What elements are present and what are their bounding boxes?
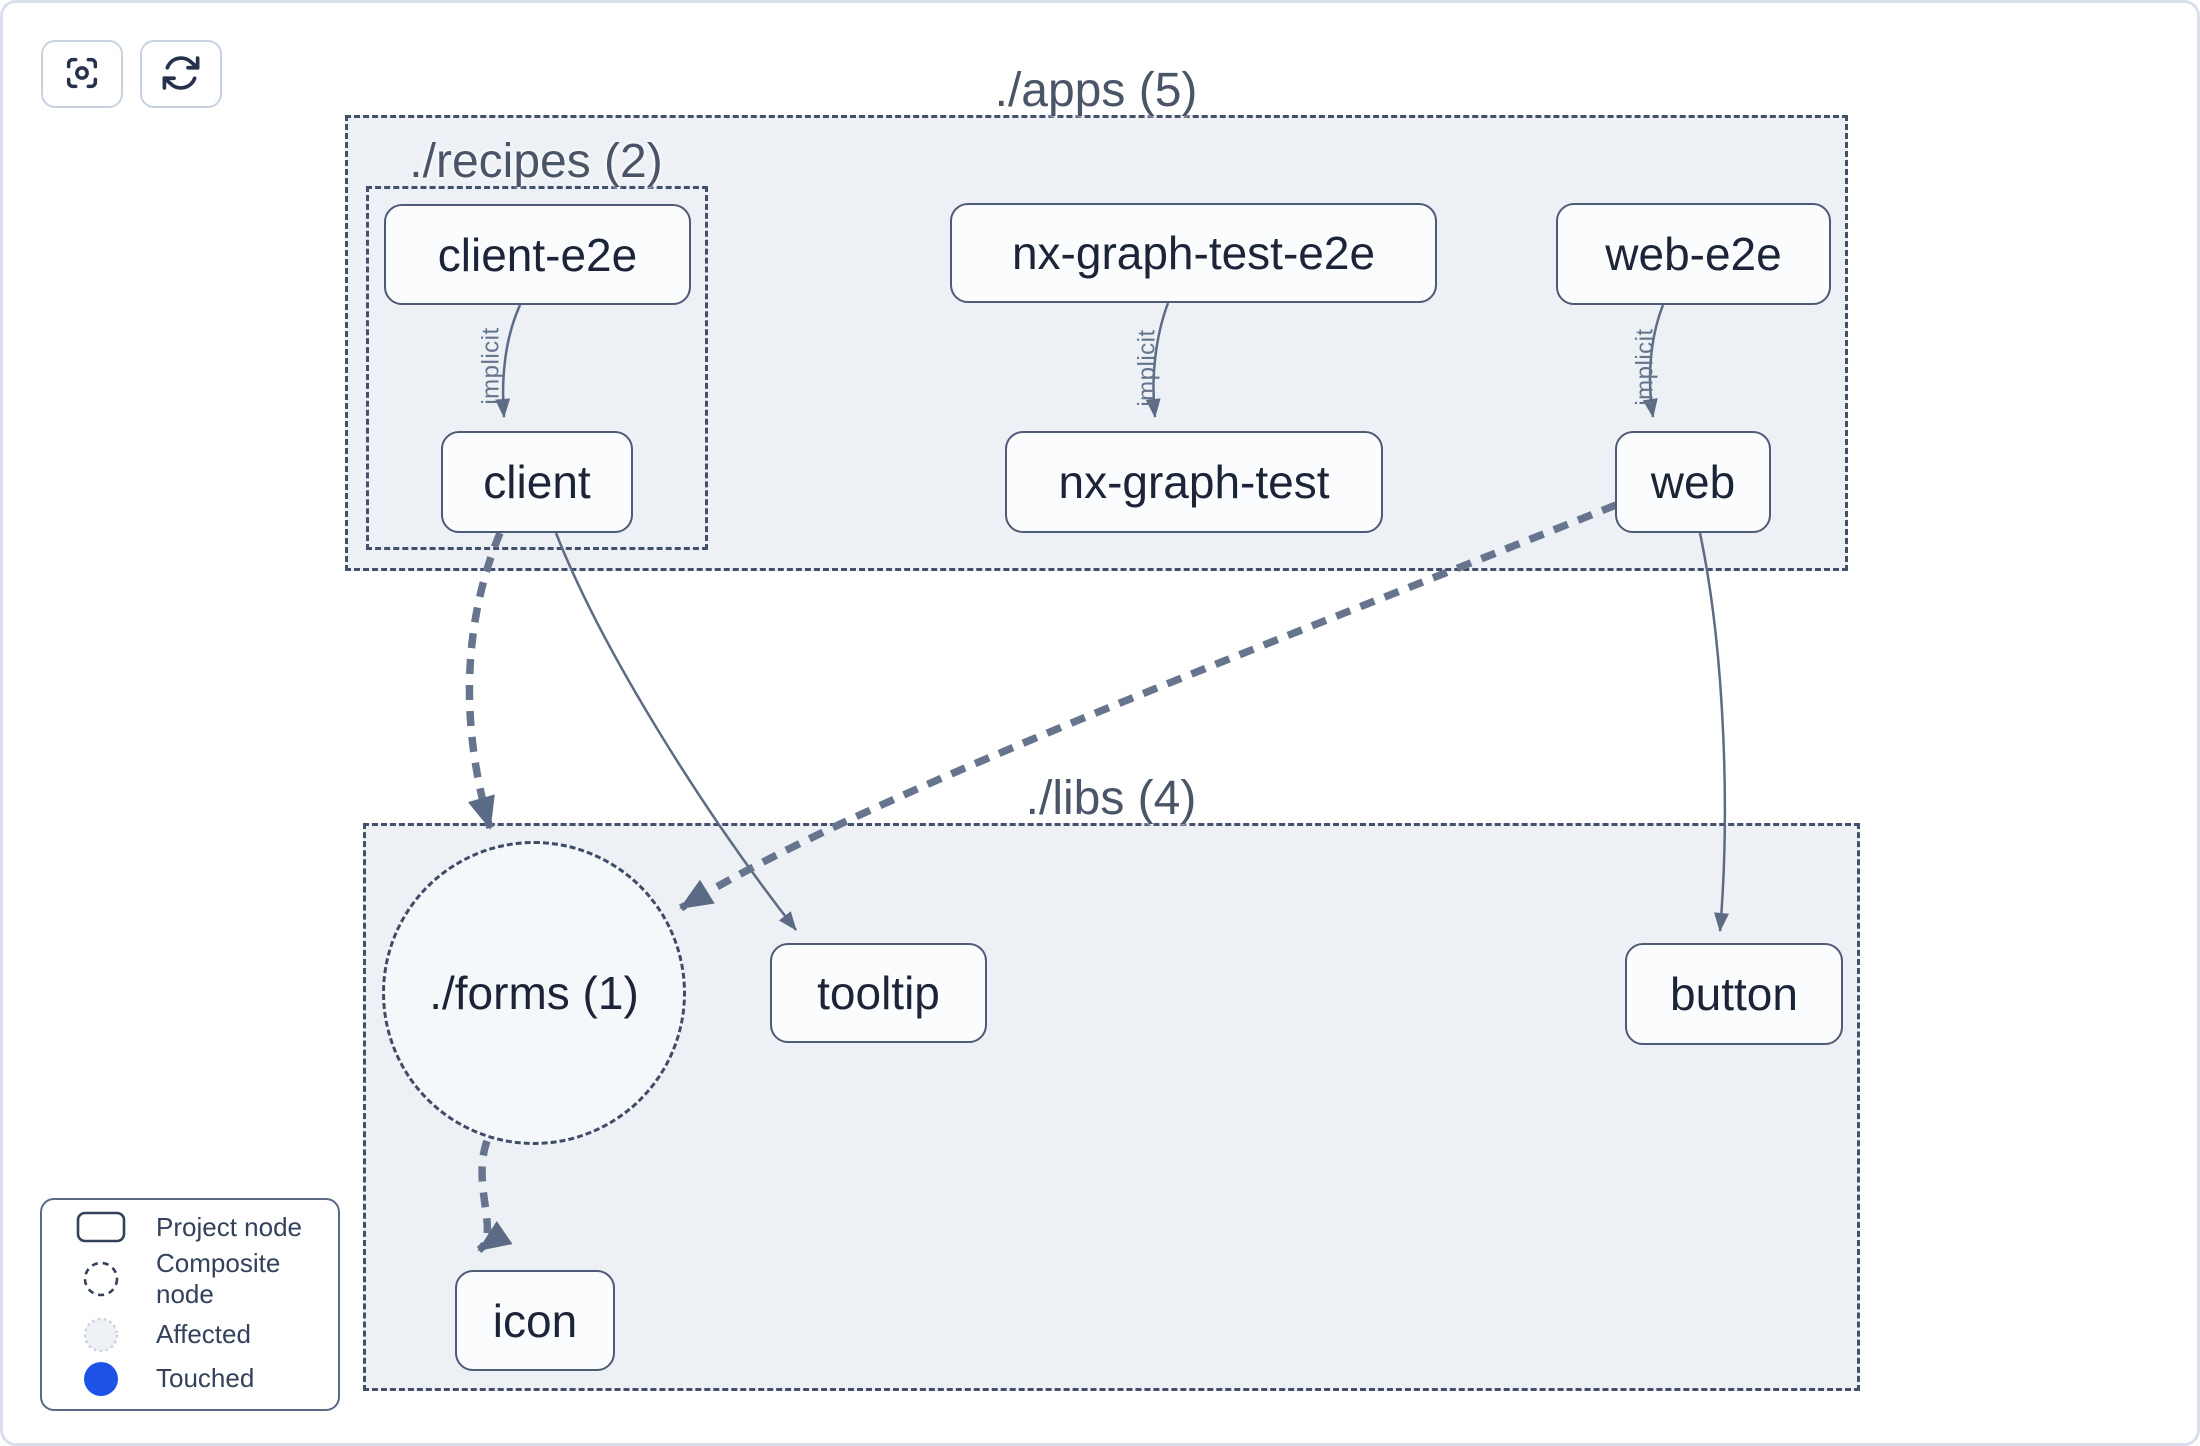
refresh-icon bbox=[160, 52, 202, 97]
edge-nx-graph-test-e2e-to-nx-graph-test bbox=[1145, 302, 1170, 418]
composite-node-forms[interactable]: ./forms (1) bbox=[382, 841, 686, 1145]
legend-row-composite-node: Composite node bbox=[42, 1248, 338, 1310]
node-client-e2e[interactable]: client-e2e bbox=[384, 204, 691, 305]
project-node-swatch-icon bbox=[68, 1210, 134, 1244]
edge-client-to-forms bbox=[465, 531, 504, 830]
node-client-label: client bbox=[483, 456, 591, 508]
node-client-e2e-label: client-e2e bbox=[437, 228, 638, 281]
edge-web-to-button bbox=[1698, 532, 1729, 932]
edge-client-to-tooltip bbox=[554, 532, 797, 931]
node-web-e2e-label: web-e2e bbox=[1605, 228, 1782, 280]
container-apps-label: ./apps (5) bbox=[994, 64, 1198, 117]
node-button-label: button bbox=[1670, 968, 1798, 1020]
container-libs-label: ./libs (4) bbox=[1025, 772, 1197, 825]
node-tooltip[interactable]: tooltip bbox=[770, 943, 987, 1043]
toolbar bbox=[41, 40, 222, 108]
container-recipes bbox=[366, 186, 708, 550]
node-client[interactable]: client bbox=[441, 431, 633, 533]
node-web[interactable]: web bbox=[1615, 431, 1771, 533]
legend-label-composite-node: Composite node bbox=[156, 1248, 281, 1310]
node-button[interactable]: button bbox=[1625, 943, 1843, 1045]
legend-label-affected: Affected bbox=[156, 1319, 251, 1350]
center-graph-button[interactable] bbox=[41, 40, 123, 108]
node-tooltip-label: tooltip bbox=[817, 967, 940, 1019]
edge-forms-to-icon bbox=[476, 1139, 513, 1254]
node-nx-graph-test-label: nx-graph-test bbox=[1058, 456, 1330, 508]
node-icon[interactable]: icon bbox=[455, 1270, 615, 1371]
edge-web-to-forms bbox=[679, 501, 1618, 912]
node-nx-graph-test-e2e[interactable]: nx-graph-test-e2e bbox=[950, 203, 1437, 303]
node-nx-graph-test[interactable]: nx-graph-test bbox=[1005, 431, 1383, 533]
node-nx-graph-test-e2e-label: nx-graph-test-e2e bbox=[1011, 227, 1376, 279]
edge-client-e2e-to-client bbox=[495, 304, 522, 418]
legend-label-project-node: Project node bbox=[156, 1211, 302, 1242]
edges-layer: implicit implicit implicit bbox=[465, 302, 1729, 1254]
node-icon-label: icon bbox=[492, 1294, 578, 1347]
legend-row-project-node: Project node bbox=[42, 1210, 338, 1244]
refresh-graph-button[interactable] bbox=[140, 40, 222, 108]
edge-label-implicit-nx-graph-test: implicit bbox=[1133, 329, 1160, 406]
edge-web-e2e-to-web bbox=[1642, 304, 1665, 418]
composite-node-swatch-icon bbox=[68, 1259, 134, 1299]
legend-panel: Project node Composite node Affected bbox=[40, 1198, 340, 1411]
composite-node-forms-label: ./forms (1) bbox=[429, 967, 639, 1019]
node-web-label: web bbox=[1650, 456, 1736, 508]
legend-row-affected: Affected bbox=[42, 1315, 338, 1355]
focus-center-icon bbox=[62, 53, 102, 96]
legend-label-touched: Touched bbox=[156, 1363, 255, 1394]
legend-row-touched: Touched bbox=[42, 1359, 338, 1399]
affected-swatch-icon bbox=[68, 1315, 134, 1355]
edge-label-implicit-web: implicit bbox=[1631, 328, 1658, 405]
edge-label-implicit-client: implicit bbox=[477, 327, 504, 404]
touched-swatch-icon bbox=[68, 1359, 134, 1399]
node-web-e2e[interactable]: web-e2e bbox=[1556, 203, 1831, 305]
container-recipes-label: ./recipes (2) bbox=[409, 135, 663, 188]
